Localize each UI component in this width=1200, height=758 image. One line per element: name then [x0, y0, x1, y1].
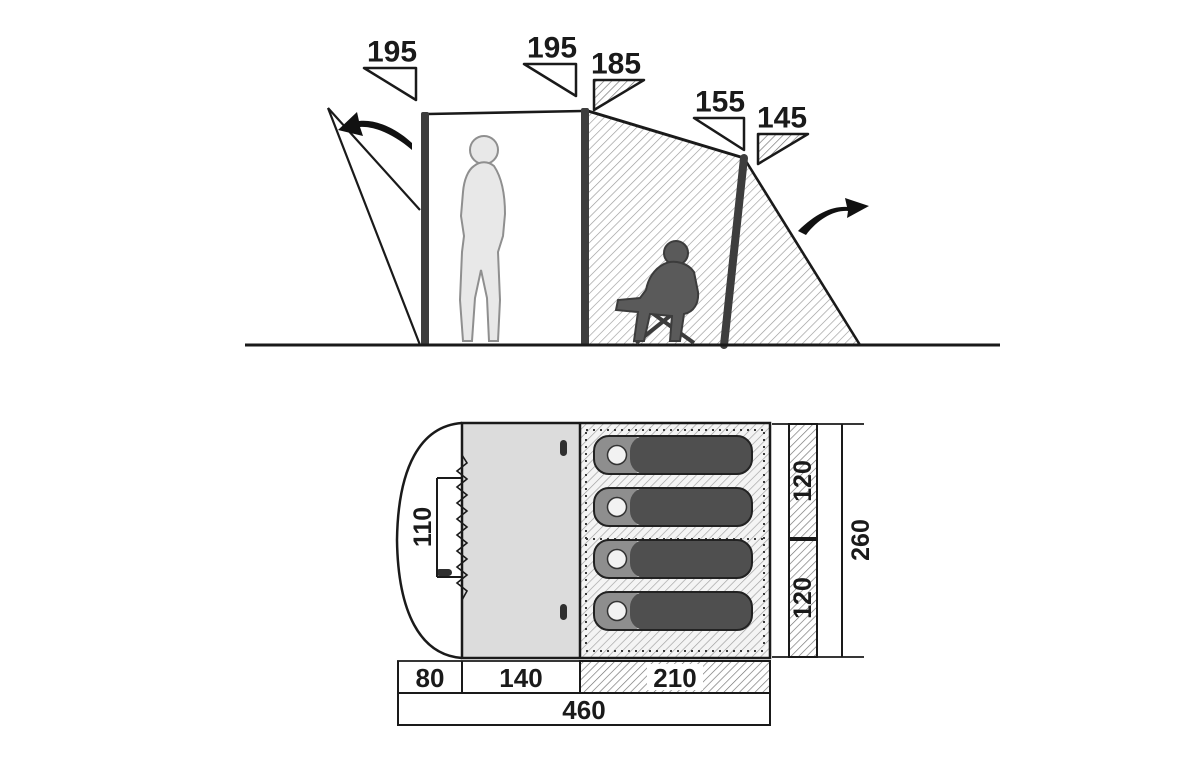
mid-ridge-slope	[587, 109, 745, 160]
height-value: 195	[527, 32, 577, 65]
total-length-value: 460	[562, 695, 605, 725]
height-flag	[522, 62, 578, 98]
cabin-width-value-1: 120	[789, 460, 817, 502]
height-value: 155	[695, 86, 745, 119]
living-area-fill	[462, 423, 580, 658]
front-pole	[421, 112, 429, 345]
plan-body-outline	[460, 421, 772, 660]
height-flag	[692, 116, 746, 152]
sitting-person-figure	[614, 240, 700, 345]
total-width-dimension: 260	[772, 423, 875, 658]
airflow-arrow-right-icon	[798, 198, 869, 235]
door-width-dimension: 110	[409, 477, 461, 578]
sleeping-bag-1	[593, 435, 753, 475]
total-width-value: 260	[847, 519, 875, 561]
cabin-width-bar-2: 120	[788, 539, 818, 658]
sleeping-depth-value: 210	[653, 663, 696, 693]
front-ridge-line	[427, 109, 584, 116]
airflow-arrow-left-icon	[338, 112, 412, 150]
height-label-porch-peak: 195	[362, 36, 418, 102]
canopy-depth-value: 80	[416, 663, 445, 693]
sleeping-bag-3	[593, 539, 753, 579]
mid-pole	[581, 108, 589, 345]
height-flag-hatched	[756, 132, 810, 166]
height-flag-hatched	[592, 78, 646, 112]
rear-slope-line	[742, 157, 862, 346]
standing-person-figure	[458, 135, 507, 342]
height-value: 185	[591, 48, 641, 81]
height-value: 145	[757, 102, 807, 135]
height-flag	[362, 66, 418, 102]
height-label-front-pole: 195	[522, 32, 578, 98]
door-zipper-zigzag	[455, 454, 469, 601]
canopy-nose-fill	[397, 423, 462, 658]
height-label-rear-pole: 155	[692, 86, 746, 152]
depth-dimensions-row: 80 140 210	[397, 660, 771, 694]
door-width-value: 110	[409, 507, 437, 547]
height-label-inner-rear: 145	[756, 102, 810, 166]
cabin-width-bar-1: 120	[788, 423, 818, 539]
living-depth-value: 140	[499, 663, 542, 693]
sleeping-bag-4	[593, 591, 753, 631]
canopy-nose-outline	[395, 421, 463, 660]
cabin-width-value-2: 120	[789, 577, 817, 619]
floor-plan-view: 110 120 120 260 80 140 210	[395, 421, 875, 726]
sleeping-bag-2	[593, 487, 753, 527]
rear-pole	[720, 154, 748, 349]
height-value: 195	[367, 36, 417, 69]
total-length-dimension: 460	[397, 693, 771, 726]
height-label-inner-front: 185	[591, 48, 646, 112]
toggle-marks	[436, 440, 567, 620]
side-elevation-view: 195 195 185 155 145	[245, 32, 1000, 349]
